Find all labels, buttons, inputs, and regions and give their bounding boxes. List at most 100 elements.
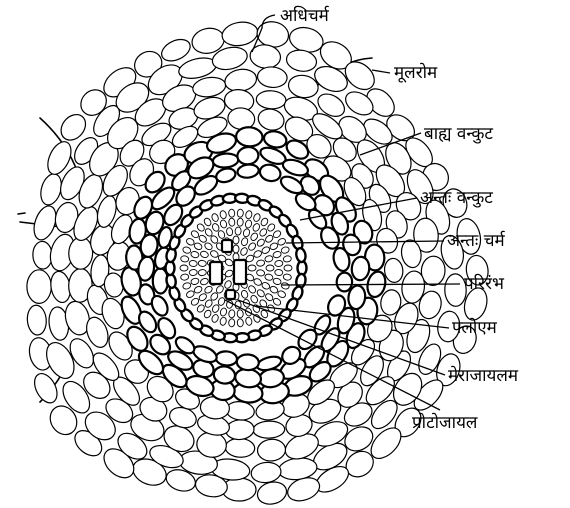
stele-cell [204,242,214,252]
stele-cell [200,250,210,259]
stele-cell [235,227,241,235]
stele-cell [203,217,212,227]
stele-cell [272,229,282,239]
stele-cell [256,238,266,248]
stele-cell [228,310,235,319]
stele-cell [269,285,279,294]
stele-cell [247,242,257,252]
stele-cell [237,310,244,319]
inner-cortex-cell [281,157,310,179]
stele-cell [248,265,256,271]
stele-cell [272,251,281,259]
stele-cell [277,290,287,299]
cortex-cell [191,75,227,99]
stele-cell [245,210,253,219]
stele-cell [272,297,282,307]
stele-cell [217,230,226,240]
stele-cell [193,242,203,251]
label-root-hair: मूलरोम [394,62,438,83]
stele-cell [252,222,261,232]
inner-cortex-cell [215,166,237,184]
inner-cortex-cell [336,272,352,291]
stele-cell [237,209,244,217]
xylem-vessel [210,262,222,284]
stele-cell [211,314,220,324]
stele-cell [275,269,284,276]
stele-cell [264,273,273,281]
stele-cell [284,265,292,271]
stele-cell [219,219,227,228]
stele-cell [190,251,199,259]
stele-cell [280,282,290,290]
stele-cell [196,223,206,233]
stele-cell [219,317,227,326]
stele-cell [185,237,195,246]
cortex-cell [250,461,282,484]
stele-cell [239,247,248,257]
stele-cell [245,317,253,326]
stele-cell [261,246,271,255]
root-hair [18,213,25,214]
xylem-vessels [210,240,246,299]
cortex-cell [68,237,93,270]
stele-cell [226,227,233,236]
endodermis-cell [295,247,306,262]
stele-cell [223,280,232,290]
stele-cell [269,242,279,251]
stele-cell [233,236,239,244]
cortex-cell [255,479,289,507]
stele-cell [247,284,257,294]
cortex-cell [158,35,193,65]
label-epidermis: अधिचर्म [280,5,330,26]
stele-cell [258,227,268,237]
stele-cell [209,249,219,258]
stele-cell [280,246,290,254]
label-phloem: फ्लोएम [452,317,498,338]
stele-cell [219,307,227,316]
stele-cell [242,228,250,237]
cortex-cell [26,304,47,335]
stele-cell [211,304,220,314]
stele-cell [244,219,252,228]
stele-cell [189,260,198,267]
label-outer-cortex: बाह्य वन्कुट [424,124,493,144]
label-inner-cortex: अन्तः वन्कुट [420,188,493,208]
stele-cell [261,281,271,290]
stele-cell [182,282,192,290]
stele-cell [256,259,265,266]
stele-cell [190,277,199,285]
cortex-cell [256,90,287,110]
stele-cell [198,234,208,244]
stele-cell [198,292,208,302]
stele-cell [253,213,262,223]
xylem-vessel [226,290,235,299]
stele-cell [253,249,263,258]
cortex-cell [220,20,259,49]
stele-cell [264,255,273,263]
stele-cell [198,269,207,276]
inner-cortex-cell [215,351,237,367]
cortex-cell [383,257,404,283]
stele-cell [211,222,220,232]
stele-cell [256,288,266,298]
inner-cortex-cell [258,162,282,183]
stele-cell [283,273,292,280]
stele-cell [193,285,203,294]
stele-cell [228,319,235,327]
stele-cell [203,309,212,319]
stele-cell [260,217,269,227]
inner-cortex-cell [351,256,371,281]
label-endodermis: अन्तः चर्म [447,230,506,251]
inner-cortex-cell [212,153,238,169]
stele-cell [233,245,239,253]
stele-cell [256,269,265,276]
stele-cell [185,290,195,299]
inner-cortex-cell [262,129,287,149]
cortex-cell [32,241,52,269]
xylem-vessel [234,260,246,284]
stele-cell [275,260,284,267]
cortex-cell [257,438,287,462]
stele-cell [266,223,276,233]
stele-cell [240,290,248,300]
